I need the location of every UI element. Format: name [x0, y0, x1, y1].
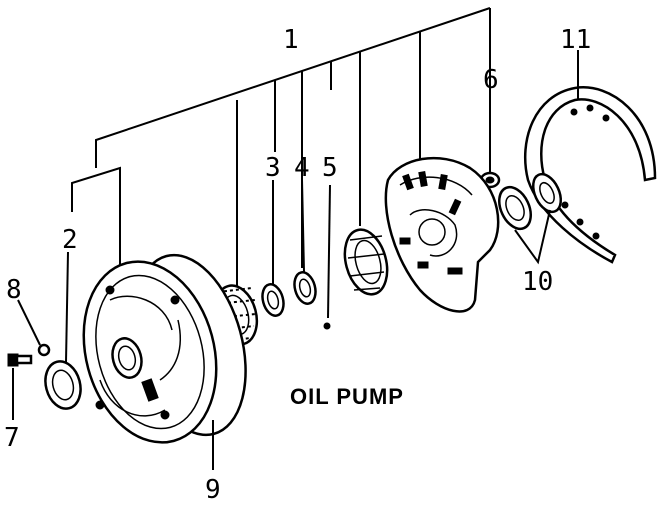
leader-tree-1	[71, 7, 491, 290]
label-7: 7	[4, 423, 20, 453]
needle-bearing-part	[343, 228, 389, 296]
label-8: 8	[6, 275, 22, 305]
label-5: 5	[322, 153, 338, 183]
front-seal-part	[44, 251, 82, 410]
snap-ring-part	[523, 50, 657, 264]
diagram-title: OIL PUMP	[290, 384, 404, 409]
bolt-part	[7, 353, 33, 420]
pump-cover-part	[384, 156, 500, 313]
label-11: 11	[560, 25, 591, 55]
label-3: 3	[265, 153, 281, 183]
washer-part	[17, 299, 51, 357]
check-ball-part	[323, 322, 331, 330]
label-10: 10	[522, 267, 553, 297]
label-2: 2	[62, 225, 78, 255]
seal-rings-part	[498, 172, 563, 265]
pump-body-part	[82, 253, 247, 470]
label-1: 1	[283, 25, 299, 55]
label-9: 9	[205, 475, 221, 505]
label-4: 4	[294, 153, 310, 183]
ring-parts	[261, 179, 317, 317]
label-6: 6	[483, 65, 499, 95]
